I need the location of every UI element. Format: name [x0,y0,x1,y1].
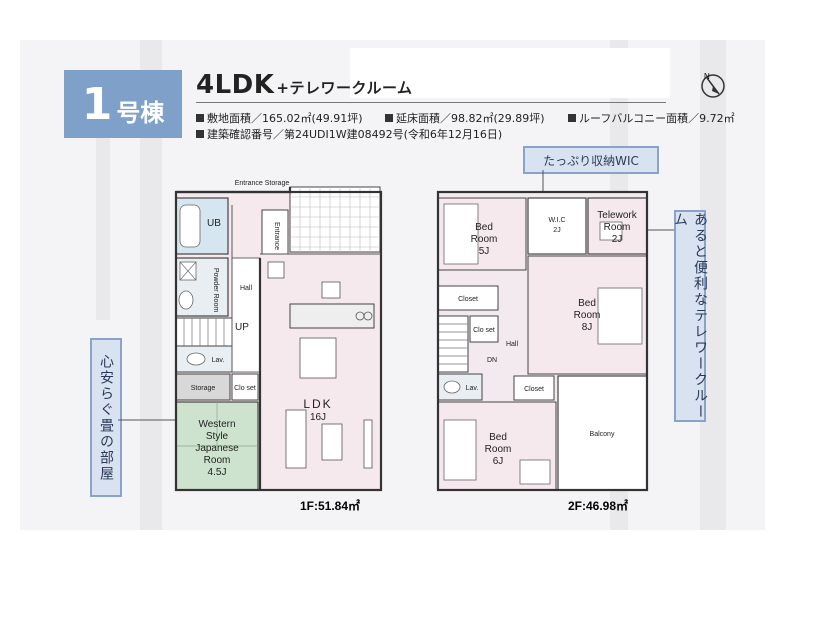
label-bed3: Bed [489,432,507,443]
label-closet-2f-b: Closet [524,386,544,393]
label-bed2-size: 8J [582,322,593,333]
floor2-plan [436,190,649,492]
label-bed3-size: 6J [493,456,504,467]
building-number: 1 [81,78,113,130]
plan-title-sub: +テレワークルーム [276,79,413,97]
info-permit: 建築確認番号／第24UDI1W建08492号(令和6年12月16日) [196,126,502,142]
label-telework-size: 2J [612,234,623,245]
label-bed2: Bed [578,298,596,309]
plan-title: 4LDK+テレワークルーム [196,70,413,100]
label-ldk: LDK [303,397,332,411]
label-closet-2f-a: Closet [458,296,478,303]
label-wic-size: 2J [553,227,560,234]
compass-label: N [704,72,710,81]
label-dn: DN [487,357,497,364]
label-japanese-room-line3: Japanese [195,443,239,454]
building-unit: 号棟 [116,98,165,127]
bullet-square-icon [196,130,204,138]
callout-tatami: 心安らぐ畳の部屋 [90,338,122,497]
floor2-area-label: 2F:46.98㎡ [568,498,628,513]
label-up: UP [235,322,249,333]
label-lav-1f: Lav. [212,357,225,364]
title-underline [196,102,666,103]
label-telework-room: Room [604,222,631,233]
label-storage: Storage [191,385,216,392]
plan-title-main: 4LDK [196,70,275,100]
info-lot-area: 敷地面積／165.02㎡(49.91坪) [196,110,363,126]
label-ub: UB [207,218,221,229]
label-japanese-room-size: 4.5J [208,467,227,478]
compass-icon: N [701,72,725,98]
label-entrance: Entrance [273,222,280,250]
building-badge: 1 号棟 [64,70,182,138]
label-wic: W.I.C [548,217,565,224]
bullet-square-icon [196,114,204,122]
tree-silhouette [140,40,162,530]
label-japanese-room-line2: Style [206,431,229,442]
header-backdrop [350,48,670,98]
label-bed1-room: Room [471,234,498,245]
label-hall-1f: Hall [240,285,253,292]
label-lav-2f: Lav. [466,385,479,392]
info-floor-area: 延床面積／98.82㎡(29.89坪) [385,110,545,126]
floor1-area-label: 1F:51.84㎡ [300,498,360,513]
tree-silhouette [96,120,110,320]
info-roof-balcony: ルーフバルコニー面積／9.72㎡ [568,110,735,126]
bullet-square-icon [568,114,576,122]
label-hall-2f: Hall [506,341,519,348]
callout-wic: たっぷり収納WIC [523,146,659,174]
label-closet-1f: Clo set [234,385,256,392]
label-bed2-room: Room [574,310,601,321]
label-entrance-storage: Entrance Storage [235,180,290,187]
label-japanese-room-line4: Room [204,455,231,466]
label-balcony: Balcony [590,431,615,438]
label-bed3-room: Room [485,444,512,455]
label-japanese-room-line1: Western [198,419,235,430]
label-clo-set-2f: Clo set [473,327,495,334]
floor1-plan [174,186,383,492]
label-bed1: Bed [475,222,493,233]
callout-telework: あると便利なテレワークルーム [672,210,708,422]
label-powder-room: Powder Room [212,268,219,313]
label-ldk-size: 16J [310,412,326,423]
label-bed1-size: 5J [479,246,490,257]
label-telework: Telework [597,210,637,221]
bullet-square-icon [385,114,393,122]
